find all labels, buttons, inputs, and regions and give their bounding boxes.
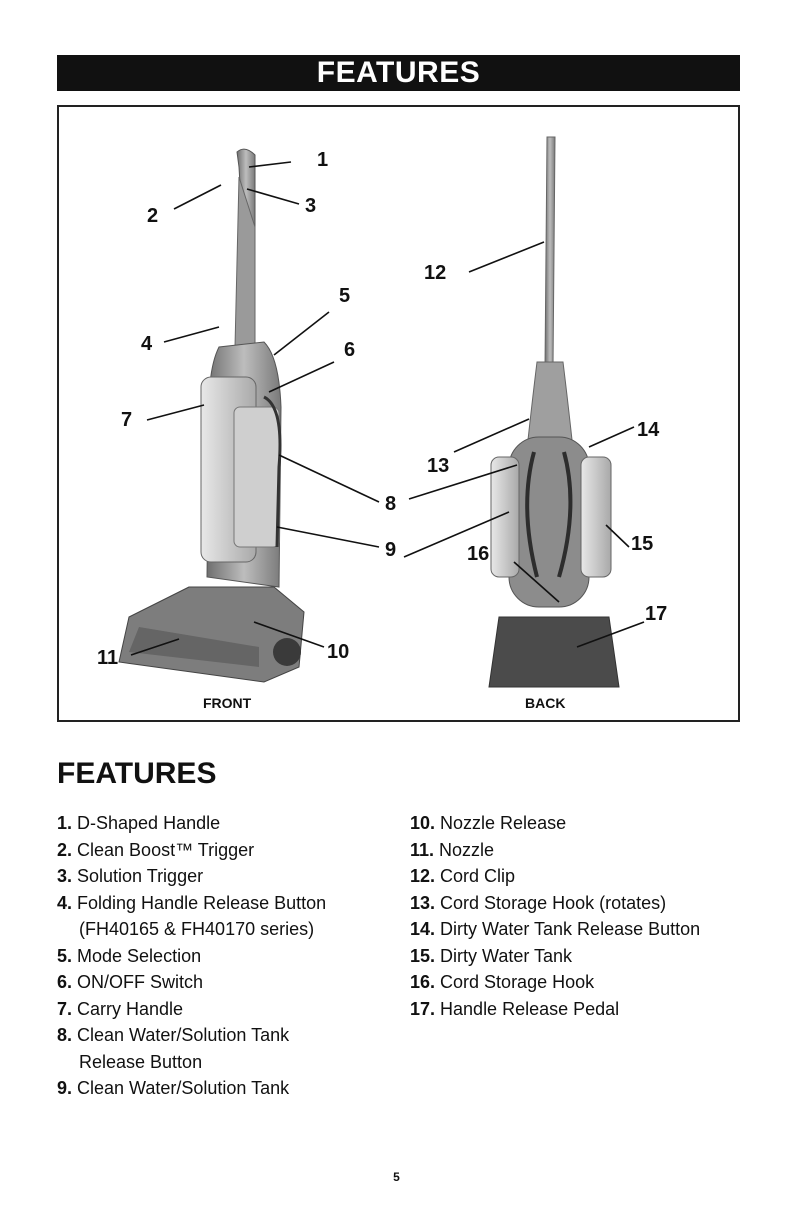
callout-3: 3 bbox=[305, 195, 317, 217]
callout-11: 11 bbox=[97, 647, 119, 669]
front-view-unit bbox=[118, 148, 305, 683]
callout-12: 12 bbox=[424, 262, 447, 284]
feature-item-15: 15.Dirty Water Tank bbox=[410, 945, 573, 966]
feature-item-17: 17.Handle Release Pedal bbox=[410, 998, 620, 1019]
feature-item-13: 13.Cord Storage Hook (rotates) bbox=[410, 892, 667, 913]
callout-10: 10 bbox=[327, 641, 350, 663]
front-view-label: FRONT bbox=[203, 695, 252, 711]
feature-item-6: 6.ON/OFF Switch bbox=[57, 972, 204, 992]
product-diagram: 1 2 3 4 5 6 7 8 9 10 11 12 13 14 15 16 1… bbox=[57, 105, 740, 722]
feature-item-8: 8.Clean Water/Solution Tank bbox=[57, 1025, 290, 1045]
callout-8: 8 bbox=[385, 493, 397, 515]
feature-item-3: 3.Solution Trigger bbox=[57, 866, 204, 886]
feature-item-7: 7.Carry Handle bbox=[57, 998, 184, 1019]
features-section-title: FEATURES bbox=[57, 757, 217, 790]
feature-item-10: 10.Nozzle Release bbox=[410, 813, 567, 833]
feature-item-16: 16.Cord Storage Hook bbox=[410, 972, 595, 992]
callout-16: 16 bbox=[467, 543, 490, 565]
callout-13: 13 bbox=[427, 455, 450, 477]
feature-item-12: 12.Cord Clip bbox=[410, 866, 516, 886]
back-view-label: BACK bbox=[525, 695, 566, 711]
feature-item-2: 2.Clean Boost™ Trigger bbox=[57, 839, 255, 860]
callout-9: 9 bbox=[385, 539, 397, 561]
feature-item-4-continued: (FH40165 & FH40170 series) bbox=[79, 919, 315, 939]
feature-item-11: 11.Nozzle bbox=[410, 839, 495, 860]
page-number: 5 bbox=[393, 1170, 400, 1184]
callout-14: 14 bbox=[637, 419, 660, 441]
features-list-right: 10.Nozzle Release 11.Nozzle 12.Cord Clip… bbox=[410, 810, 740, 1022]
callout-6: 6 bbox=[344, 339, 356, 361]
feature-item-5: 5.Mode Selection bbox=[57, 945, 202, 966]
features-banner: FEATURES bbox=[57, 55, 740, 91]
callout-15: 15 bbox=[631, 533, 654, 555]
features-list-left: 1.D-Shaped Handle 2.Clean Boost™ Trigger… bbox=[57, 810, 387, 1102]
callout-4: 4 bbox=[141, 333, 153, 355]
feature-item-14: 14.Dirty Water Tank Release Button bbox=[410, 919, 701, 939]
feature-item-8-continued: Release Button bbox=[79, 1051, 203, 1072]
feature-item-4: 4.Folding Handle Release Button bbox=[57, 892, 327, 913]
callout-17: 17 bbox=[645, 603, 668, 625]
callout-7: 7 bbox=[121, 409, 133, 431]
callout-leaders bbox=[130, 161, 645, 656]
callout-5: 5 bbox=[339, 285, 351, 307]
back-view-unit bbox=[488, 136, 620, 688]
vacuum-illustration bbox=[118, 136, 645, 688]
callout-1: 1 bbox=[317, 149, 329, 171]
feature-item-9: 9.Clean Water/Solution Tank bbox=[57, 1078, 290, 1098]
feature-item-1: 1.D-Shaped Handle bbox=[57, 813, 221, 833]
callout-2: 2 bbox=[147, 205, 159, 227]
